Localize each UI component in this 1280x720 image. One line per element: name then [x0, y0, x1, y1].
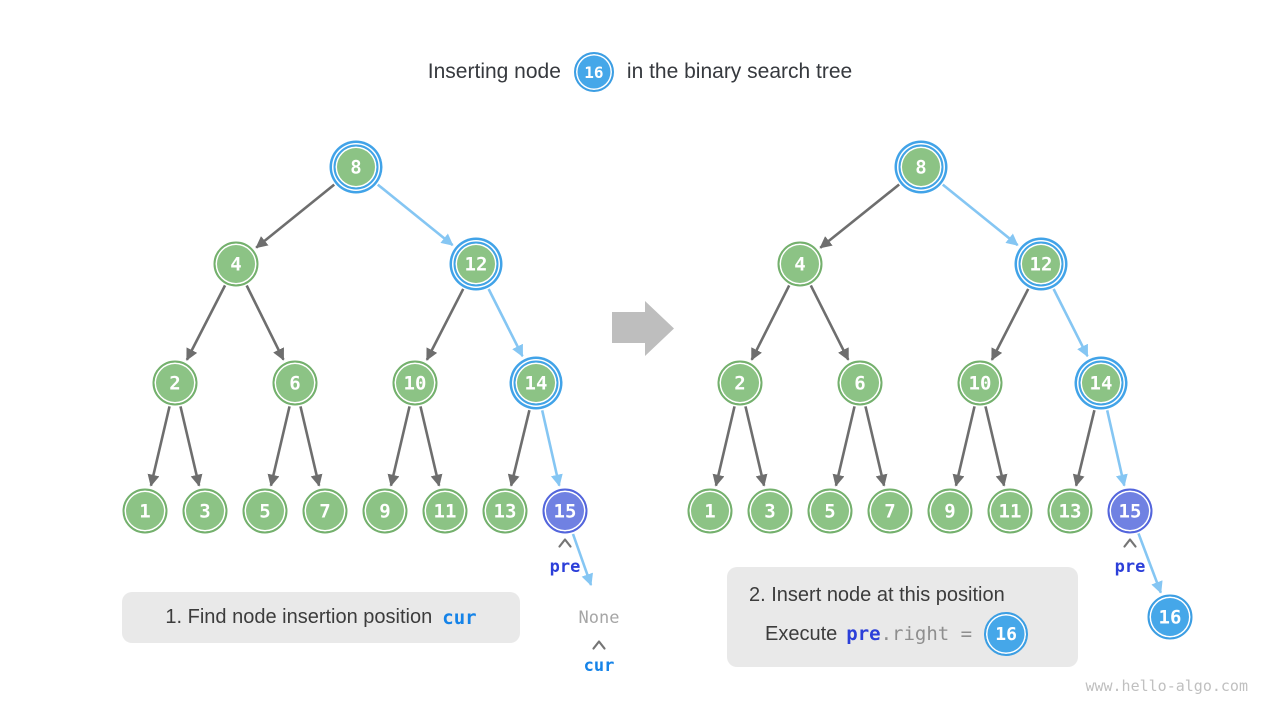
- tree-edge-R10-R11: [984, 406, 1008, 487]
- tree-edge-L12-L10: [425, 288, 465, 361]
- tree-node-r16: 16: [1147, 594, 1193, 640]
- tree-edge-R10-R9: [952, 406, 976, 487]
- tree-node-l12: 12: [453, 241, 499, 287]
- tree-node-r5: 5: [807, 488, 853, 534]
- step-transition-arrow-icon: [612, 301, 674, 356]
- label-pre: pre: [1114, 557, 1146, 577]
- tree-node-l3: 3: [182, 488, 228, 534]
- tree-edge-L6-L5: [267, 406, 291, 487]
- tree-edge-R12-R14: [1052, 288, 1089, 358]
- step2-node-16: 16: [984, 612, 1029, 656]
- tree-edge-L14-L15: [540, 410, 563, 487]
- caret-up-icon: [1123, 538, 1137, 548]
- tree-node-r4: 4: [777, 241, 823, 287]
- tree-node-r2: 2: [717, 360, 763, 406]
- tree-node-r13: 13: [1047, 488, 1093, 534]
- tree-edge-R8-R12: [941, 183, 1019, 247]
- step1-text: 1. Find node insertion position: [165, 606, 433, 628]
- tree-node-r15: 15: [1107, 488, 1153, 534]
- step2-caption: 2. Insert node at this position Execute …: [727, 567, 1078, 667]
- tree-node-r6: 6: [837, 360, 883, 406]
- label-pre: pre: [549, 557, 581, 577]
- page-title: Inserting node 16 in the binary search t…: [0, 50, 1280, 94]
- watermark: www.hello-algo.com: [1085, 677, 1248, 695]
- step2-code-pre: pre: [846, 623, 881, 645]
- title-prefix: Inserting node: [427, 60, 561, 83]
- label-none: None: [578, 608, 620, 628]
- tree-edge-L8-L4: [255, 183, 336, 249]
- step2-code-right: .right =: [880, 623, 973, 645]
- tree-node-r7: 7: [867, 488, 913, 534]
- tree-edge-R6-R7: [864, 406, 888, 487]
- tree-node-r1: 1: [687, 488, 733, 534]
- tree-edge-L2-L1: [147, 406, 171, 487]
- tree-edge-L10-L11: [419, 406, 443, 487]
- tree-node-l1: 1: [122, 488, 168, 534]
- tree-node-l14: 14: [513, 360, 559, 406]
- title-suffix: in the binary search tree: [626, 60, 853, 83]
- tree-edge-R2-R3: [744, 406, 768, 487]
- title-node-16: 16: [573, 52, 614, 92]
- tree-node-l2: 2: [152, 360, 198, 406]
- tree-node-l13: 13: [482, 488, 528, 534]
- tree-edge-R14-R13: [1072, 409, 1096, 487]
- tree-edge-R8-R4: [819, 183, 900, 249]
- edge-to-none: [571, 533, 593, 586]
- tree-node-r9: 9: [927, 488, 973, 534]
- tree-edge-L14-L13: [507, 409, 531, 487]
- tree-node-l4: 4: [213, 241, 259, 287]
- label-cur: cur: [583, 656, 615, 676]
- tree-node-r12: 12: [1018, 241, 1064, 287]
- tree-edge-R6-R5: [832, 406, 856, 487]
- caret-up-icon: [592, 640, 606, 650]
- step2-line2: Execute pre .right = 16: [727, 612, 1078, 656]
- tree-edge-R15-R16: [1137, 532, 1163, 594]
- tree-edge-R2-R1: [712, 406, 736, 487]
- tree-edge-L4-L2: [185, 284, 227, 361]
- caret-up-icon: [558, 538, 572, 548]
- tree-node-l6: 6: [272, 360, 318, 406]
- tree-edge-R14-R15: [1105, 410, 1128, 487]
- tree-node-l8: 8: [333, 144, 379, 190]
- tree-node-r10: 10: [957, 360, 1003, 406]
- tree-node-l11: 11: [422, 488, 468, 534]
- step2-line1: 2. Insert node at this position: [749, 584, 1005, 606]
- step1-code-cur: cur: [442, 606, 477, 629]
- step2-prefix: Execute: [765, 622, 838, 645]
- tree-node-r3: 3: [747, 488, 793, 534]
- tree-edge-L10-L9: [387, 406, 411, 487]
- tree-edge-L2-L3: [179, 406, 203, 487]
- tree-edge-R4-R6: [809, 284, 850, 361]
- tree-node-l15: 15: [542, 488, 588, 534]
- tree-node-r8: 8: [898, 144, 944, 190]
- tree-edge-R4-R2: [750, 284, 791, 361]
- tree-edge-L6-L7: [299, 406, 323, 487]
- tree-edge-L4-L6: [245, 284, 285, 361]
- tree-node-l9: 9: [362, 488, 408, 534]
- tree-edge-R12-R10: [990, 288, 1030, 361]
- tree-edge-L8-L12: [376, 183, 454, 247]
- tree-edge-L12-L14: [487, 288, 524, 358]
- tree-node-r14: 14: [1078, 360, 1124, 406]
- tree-node-r11: 11: [987, 488, 1033, 534]
- tree-node-l10: 10: [392, 360, 438, 406]
- tree-node-l5: 5: [242, 488, 288, 534]
- step1-caption: 1. Find node insertion position cur: [122, 592, 520, 643]
- tree-node-l7: 7: [302, 488, 348, 534]
